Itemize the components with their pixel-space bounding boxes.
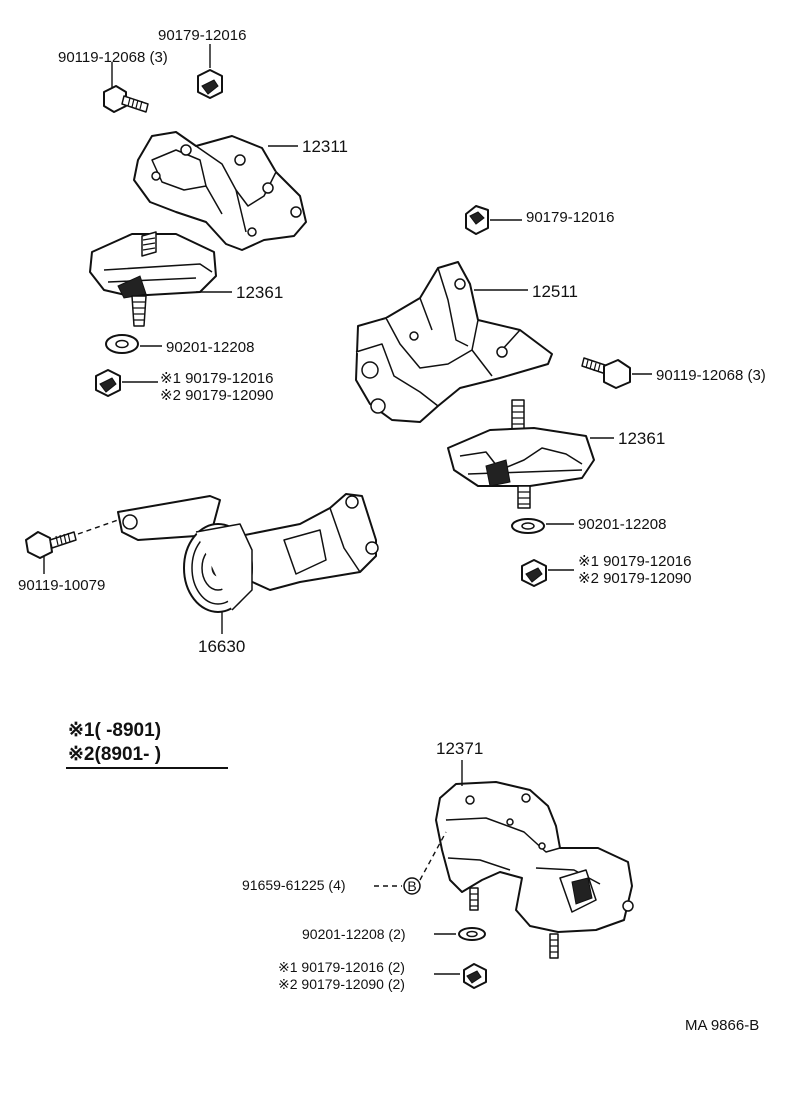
nut-rear <box>463 963 487 989</box>
callout-nut-front-1: ※1 90179-12016 <box>160 370 274 387</box>
callout-bracket-front: 12311 <box>302 137 348 156</box>
nut-right <box>521 559 547 587</box>
legend-line-1: ※1( -8901) <box>68 720 161 741</box>
legend-line-2: ※2(8901- ) <box>68 744 161 765</box>
diagram-code: MA 9866-B <box>685 1017 759 1034</box>
callout-bolt-top-left: 90119-12068 (3) <box>58 49 168 66</box>
callout-nut-top-left: 90179-12016 <box>158 27 246 44</box>
callout-washer-rear: 90201-12208 (2) <box>302 926 406 942</box>
callout-screw-rear: 91659-61225 (4) <box>242 877 346 893</box>
bracket-12311 <box>133 131 307 251</box>
washer-right <box>511 518 545 534</box>
bolt-top-left <box>103 85 149 113</box>
callout-bolt-pulley: 90119-10079 <box>18 577 105 594</box>
callout-nut-rear-2: ※2 90179-12090 (2) <box>278 976 405 992</box>
callout-idler-pulley: 16630 <box>198 637 245 656</box>
callout-bracket-right: 12511 <box>532 282 578 301</box>
callout-nut-right-1: ※1 90179-12016 <box>578 553 692 570</box>
callout-nut-top-right: 90179-12016 <box>526 209 614 226</box>
insulator-right <box>447 399 595 509</box>
rear-insulator-12371 <box>435 781 634 959</box>
bolt-pulley <box>25 531 77 559</box>
callout-insulator-right: 12361 <box>618 429 665 448</box>
bolt-right <box>581 357 631 389</box>
callout-washer-right: 90201-12208 <box>578 516 666 533</box>
callout-rear-insulator: 12371 <box>436 739 483 758</box>
insulator-front <box>89 231 217 327</box>
legend: ※1( -8901) ※2(8901- ) <box>66 720 228 769</box>
washer-front <box>105 334 139 354</box>
ref-mark-letter: B <box>407 878 416 894</box>
idler-pulley-16630 <box>117 493 379 613</box>
callout-bolt-right: 90119-12068 (3) <box>656 367 766 384</box>
washer-rear <box>458 927 486 941</box>
callout-washer-front: 90201-12208 <box>166 339 254 356</box>
ref-mark-b: B <box>403 877 421 895</box>
nut-top-right <box>465 205 489 235</box>
callout-nut-right-2: ※2 90179-12090 <box>578 570 692 587</box>
nut-top-left <box>197 69 223 99</box>
nut-front <box>95 369 121 397</box>
callout-nut-front-2: ※2 90179-12090 <box>160 387 274 404</box>
bracket-12511 <box>355 261 553 423</box>
callout-nut-rear-1: ※1 90179-12016 (2) <box>278 959 405 975</box>
callout-insulator-front: 12361 <box>236 283 283 302</box>
